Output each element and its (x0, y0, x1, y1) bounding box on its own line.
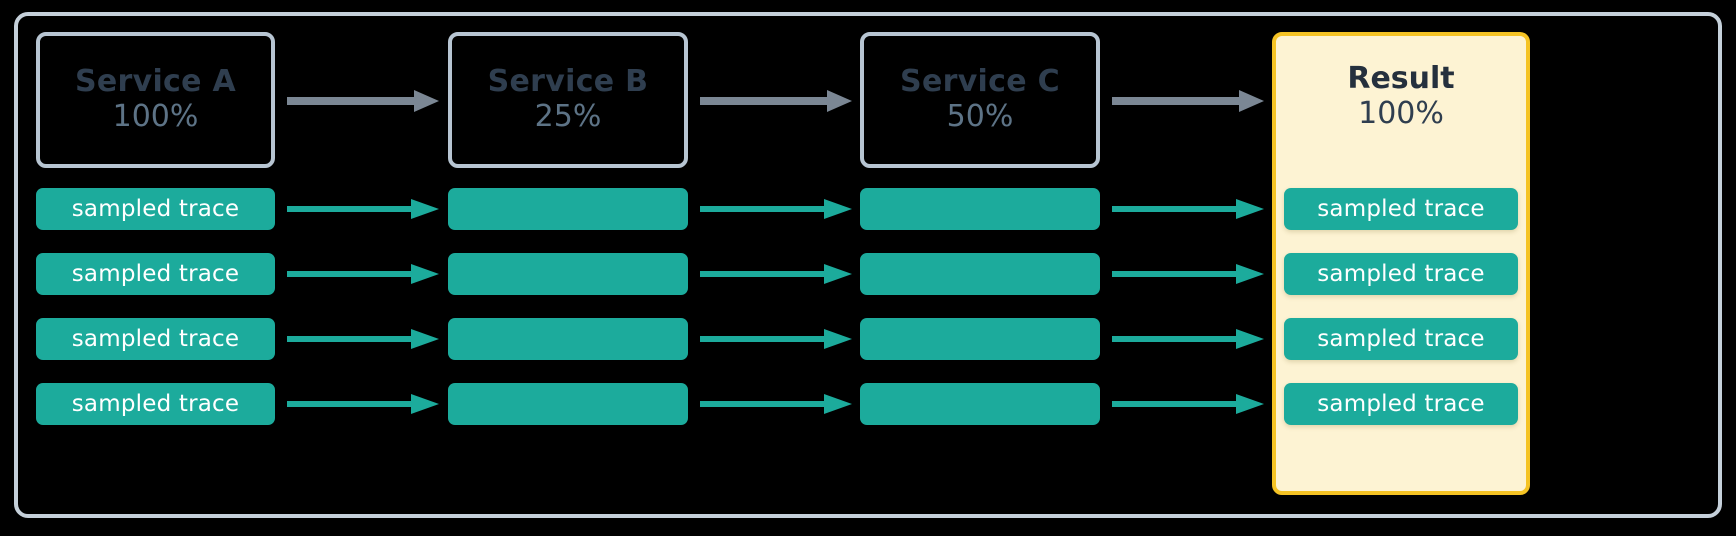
trace-bar-row2-service-a[interactable]: sampled trace (36, 253, 275, 295)
result-percent: 100% (1358, 96, 1444, 131)
trace-label: sampled trace (71, 261, 240, 287)
trace-bar-row4-service-b[interactable] (448, 383, 688, 425)
service-b-percent: 25% (534, 99, 602, 135)
trace-label: sampled trace (1317, 326, 1485, 352)
trace-bar-row3-service-c[interactable] (860, 318, 1100, 360)
trace-arrow-row1-b-to-c (700, 199, 852, 219)
service-c-percent: 50% (946, 99, 1014, 135)
trace-bar-row3-result[interactable]: sampled trace (1284, 318, 1518, 360)
trace-bar-row1-result[interactable]: sampled trace (1284, 188, 1518, 230)
service-box-a[interactable]: Service A 100% (36, 32, 275, 168)
trace-bar-row1-service-b[interactable] (448, 188, 688, 230)
service-arrow-a-to-b (287, 90, 439, 112)
diagram-outer-frame (14, 12, 1722, 518)
result-title: Result (1347, 61, 1455, 96)
trace-bar-row3-service-b[interactable] (448, 318, 688, 360)
trace-bar-row1-service-c[interactable] (860, 188, 1100, 230)
trace-bar-row2-result[interactable]: sampled trace (1284, 253, 1518, 295)
trace-arrow-row1-a-to-b (287, 199, 439, 219)
trace-arrow-row2-c-to-result (1112, 264, 1264, 284)
trace-bar-row4-result[interactable]: sampled trace (1284, 383, 1518, 425)
trace-arrow-row4-c-to-result (1112, 394, 1264, 414)
service-box-c[interactable]: Service C 50% (860, 32, 1100, 168)
trace-arrow-row3-b-to-c (700, 329, 852, 349)
trace-bar-row4-service-a[interactable]: sampled trace (36, 383, 275, 425)
trace-arrow-row4-a-to-b (287, 394, 439, 414)
trace-arrow-row3-a-to-b (287, 329, 439, 349)
service-a-percent: 100% (112, 99, 199, 135)
trace-bar-row3-service-a[interactable]: sampled trace (36, 318, 275, 360)
trace-label: sampled trace (71, 196, 240, 222)
trace-bar-row4-service-c[interactable] (860, 383, 1100, 425)
trace-arrow-row2-b-to-c (700, 264, 852, 284)
service-c-title: Service C (900, 64, 1060, 100)
trace-arrow-row2-a-to-b (287, 264, 439, 284)
trace-bar-row1-service-a[interactable]: sampled trace (36, 188, 275, 230)
service-arrow-c-to-result (1112, 90, 1264, 112)
result-header: Result 100% (1276, 62, 1526, 132)
service-arrow-b-to-c (700, 90, 852, 112)
trace-label: sampled trace (71, 326, 240, 352)
trace-bar-row2-service-b[interactable] (448, 253, 688, 295)
trace-bar-row2-service-c[interactable] (860, 253, 1100, 295)
service-box-b[interactable]: Service B 25% (448, 32, 688, 168)
trace-arrow-row3-c-to-result (1112, 329, 1264, 349)
trace-label: sampled trace (1317, 196, 1485, 222)
trace-label: sampled trace (1317, 391, 1485, 417)
trace-label: sampled trace (1317, 261, 1485, 287)
trace-arrow-row1-c-to-result (1112, 199, 1264, 219)
trace-arrow-row4-b-to-c (700, 394, 852, 414)
trace-label: sampled trace (71, 391, 240, 417)
service-b-title: Service B (487, 64, 649, 100)
service-a-title: Service A (74, 64, 237, 100)
